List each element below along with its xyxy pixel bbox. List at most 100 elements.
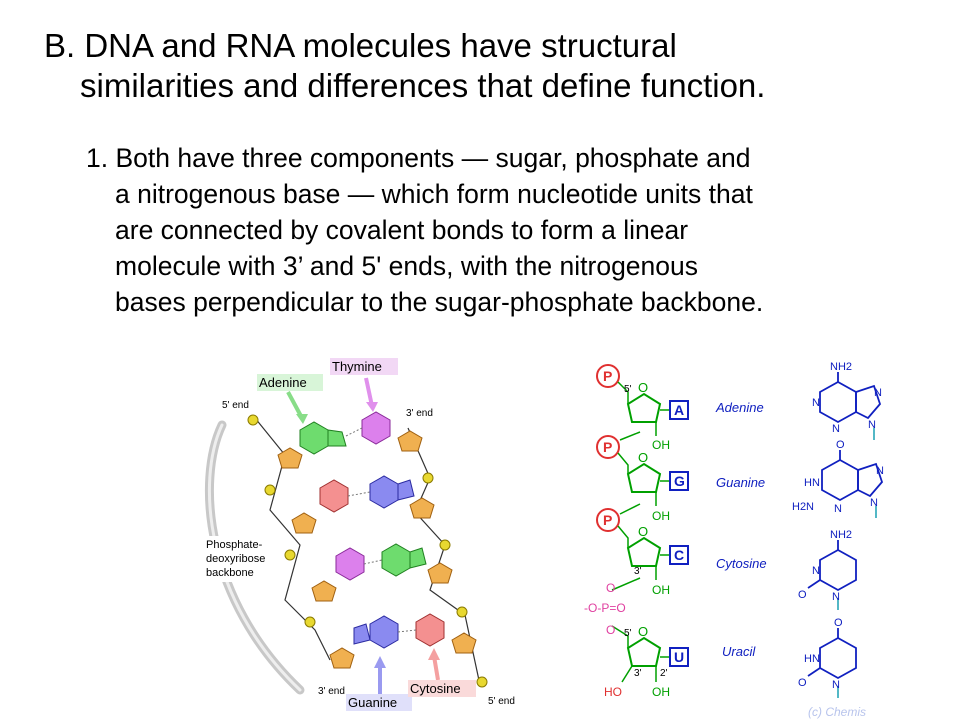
uracil-o-top: O	[834, 617, 843, 629]
sugar-right-2	[409, 497, 435, 519]
cytosine-n3: N	[812, 565, 820, 577]
phosphate-2	[264, 484, 276, 496]
rna-oh-2: OH	[652, 509, 670, 523]
rna-phosphate-2-label: P	[603, 439, 612, 455]
rna-prime3-bottom: 3'	[634, 668, 642, 679]
rna-link-4	[619, 503, 641, 515]
uracil-o-bottom: O	[798, 677, 807, 689]
cytosine-label: Cytosine	[410, 681, 461, 696]
point-line-5: bases perpendicular to the sugar-phospha…	[115, 287, 764, 317]
rna-bridge-o-bottom: O	[606, 623, 615, 637]
rna-link-3	[617, 452, 629, 474]
cytosine-o: O	[798, 589, 807, 601]
watermark: (c) Chemis	[808, 705, 866, 719]
rna-oh-4: OH	[652, 685, 670, 699]
backbone-label-bg	[204, 536, 278, 582]
guanine-o: O	[836, 439, 845, 451]
rna-base-letter-a: A	[674, 402, 684, 418]
guanine-n9: N	[870, 497, 878, 509]
point-line-1: 1. Both have three components — sugar, p…	[86, 143, 751, 173]
cytosine-structure	[807, 540, 857, 610]
rna-ring-o-4: O	[638, 624, 648, 639]
rna-prime5-top: 5'	[624, 384, 632, 395]
adenine-structure	[819, 372, 882, 440]
base-cytosine-2	[319, 479, 349, 513]
rna-phosphate-3-label: P	[603, 512, 612, 528]
rna-link-2	[619, 431, 641, 441]
guanine-hn: HN	[804, 477, 820, 489]
rna-link-5	[617, 525, 629, 548]
thymine-arrowhead	[366, 402, 378, 412]
slide-heading: B. DNA and RNA molecules have structural…	[44, 26, 944, 106]
phosphate-6	[439, 539, 451, 551]
heading-line-1: B. DNA and RNA molecules have structural	[44, 27, 677, 64]
guanine-h2n: H2N	[792, 501, 814, 513]
adenine-n9: N	[868, 419, 876, 431]
rna-link-6	[611, 577, 641, 591]
guanine-label-bg	[346, 694, 412, 711]
rna-prime3-mid: 3'	[634, 566, 642, 577]
rna-base-name-a: Adenine	[715, 400, 764, 415]
uracil-n1: N	[832, 679, 840, 691]
rna-base-letter-u: U	[674, 649, 684, 665]
backbone-label-3: backbone	[206, 567, 254, 579]
rna-base-letter-g: G	[674, 473, 685, 489]
rna-base-box-u	[669, 647, 689, 667]
hbond-4	[397, 629, 417, 633]
hbond-1	[345, 427, 363, 437]
thymine-label: Thymine	[332, 359, 382, 374]
phosphate-7	[456, 606, 468, 618]
rna-sugar-1	[626, 392, 662, 423]
guanine-arrowhead	[374, 656, 386, 668]
rna-base-name-u: Uracil	[722, 644, 756, 659]
adenine-n1: N	[812, 397, 820, 409]
point-line-3: are connected by covalent bonds to form …	[115, 215, 689, 245]
rna-link-1	[617, 381, 629, 404]
sugar-left-4	[329, 647, 355, 669]
backbone-label-1: Phosphate-	[206, 539, 263, 551]
phosphate-5	[422, 472, 434, 484]
sugar-left-2	[291, 512, 317, 534]
sugar-right-3	[427, 562, 453, 584]
rna-base-box-g	[669, 471, 689, 491]
rna-ring-o-3: O	[638, 524, 648, 539]
rna-prime5-bottom: 5'	[624, 628, 632, 639]
rna-base-name-g: Guanine	[716, 475, 765, 490]
base-cytosine-4	[415, 613, 445, 647]
rna-ho: HO	[604, 685, 622, 699]
end3-top: 3' end	[406, 408, 433, 419]
rna-sugar-2	[626, 462, 662, 493]
backbone-label-2: deoxyribose	[206, 553, 265, 565]
rna-phosphate-1	[596, 364, 620, 388]
cytosine-n1: N	[832, 591, 840, 603]
rna-ring-o-1: O	[638, 380, 648, 395]
rna-bridge-o-top: O	[606, 581, 615, 595]
guanine-label: Guanine	[348, 695, 397, 710]
phosphate-1	[247, 414, 259, 426]
sugar-right-4	[451, 632, 477, 654]
phosphate-3	[284, 549, 296, 561]
cytosine-nh2: NH2	[830, 529, 852, 541]
cytosine-label-bg	[408, 680, 476, 697]
adenine-arrow	[286, 391, 304, 419]
guanine-structure	[821, 450, 884, 518]
rna-base-box-c	[669, 545, 689, 565]
rna-phosphate-2	[596, 435, 620, 459]
point-line-4: molecule with 3’ and 5' ends, with the n…	[115, 251, 699, 281]
phosphate-8	[476, 676, 488, 688]
adenine-n3: N	[832, 423, 840, 435]
thymine-label-bg	[330, 358, 398, 375]
rna-prime2-bottom: 2'	[660, 668, 668, 679]
phosphate-4	[304, 616, 316, 628]
base-guanine-4b	[369, 615, 399, 649]
sugar-left-3	[311, 580, 337, 602]
heading-line-2: similarities and differences that define…	[80, 67, 766, 104]
point-line-2: a nitrogenous base — which form nucleoti…	[115, 179, 753, 209]
base-adenine-3b	[409, 547, 427, 569]
thymine-arrow	[364, 377, 374, 407]
rna-oh-3: OH	[652, 583, 670, 597]
end5-top: 5' end	[222, 400, 249, 411]
uracil-hn: HN	[804, 653, 820, 665]
